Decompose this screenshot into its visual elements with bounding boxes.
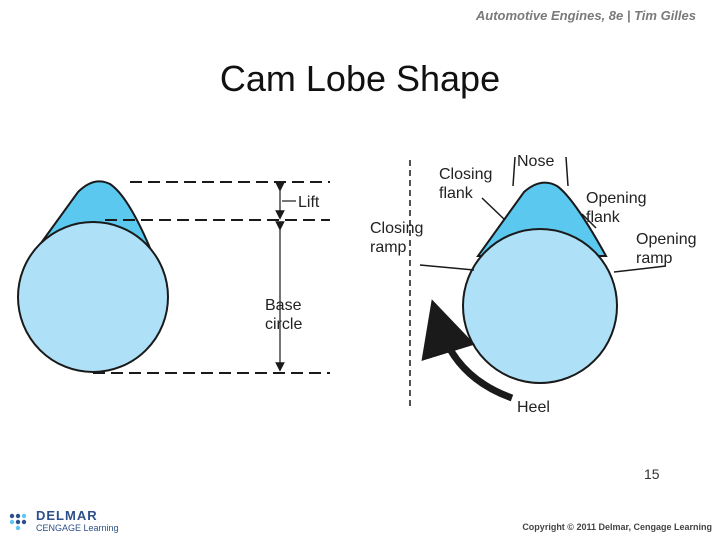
opening-flank-label-line2: flank	[586, 209, 621, 226]
right-cam-lobe	[462, 181, 618, 384]
closing-ramp-label-line2: ramp	[370, 239, 407, 256]
closing-flank-label: Closing flank	[439, 166, 497, 202]
left-base-circle	[17, 221, 169, 373]
nose-leader-right	[565, 156, 569, 187]
logo-top-text: DELMAR	[36, 508, 98, 523]
closing-flank-leader	[481, 197, 506, 221]
right-leader-lines	[419, 156, 667, 273]
delmar-logo-mark-icon	[9, 513, 27, 531]
heel-label: Heel	[517, 399, 550, 416]
opening-ramp-leader	[613, 265, 667, 273]
right-base-circle	[462, 228, 618, 384]
rotation-arrow	[421, 299, 514, 402]
left-cam-lobe	[17, 180, 169, 373]
copyright-notice: Copyright © 2011 Delmar, Cengage Learnin…	[522, 522, 712, 532]
slide-title: Cam Lobe Shape	[219, 58, 501, 99]
closing-ramp-label: Closing ramp	[370, 220, 428, 256]
left-dimension-arrows	[275, 182, 296, 372]
opening-ramp-label: Opening ramp	[636, 231, 701, 267]
opening-ramp-label-line2: ramp	[636, 250, 673, 267]
opening-ramp-label-line1: Opening	[636, 231, 697, 248]
opening-flank-leader	[581, 213, 597, 229]
closing-flank-label-line1: Closing	[439, 166, 492, 183]
base-circle-label-line2: circle	[265, 316, 302, 333]
page-number: 15	[644, 466, 660, 482]
base-circle-label-line1: Base	[265, 297, 302, 314]
closing-flank-label-line2: flank	[439, 185, 474, 202]
opening-flank-label: Opening flank	[586, 190, 651, 226]
closing-ramp-leader	[419, 264, 475, 271]
closing-ramp-label-line1: Closing	[370, 220, 423, 237]
base-circle-label: Base circle	[265, 297, 306, 333]
header-credit: Automotive Engines, 8e | Tim Gilles	[475, 8, 696, 23]
opening-flank-label-line1: Opening	[586, 190, 647, 207]
delmar-logo: DELMAR CENGAGE Learning	[8, 508, 138, 536]
nose-label: Nose	[517, 153, 554, 170]
left-reference-lines	[93, 181, 330, 374]
nose-leader-left	[512, 156, 516, 187]
lift-label: Lift	[298, 194, 320, 211]
logo-bottom-text: CENGAGE Learning	[36, 523, 119, 533]
